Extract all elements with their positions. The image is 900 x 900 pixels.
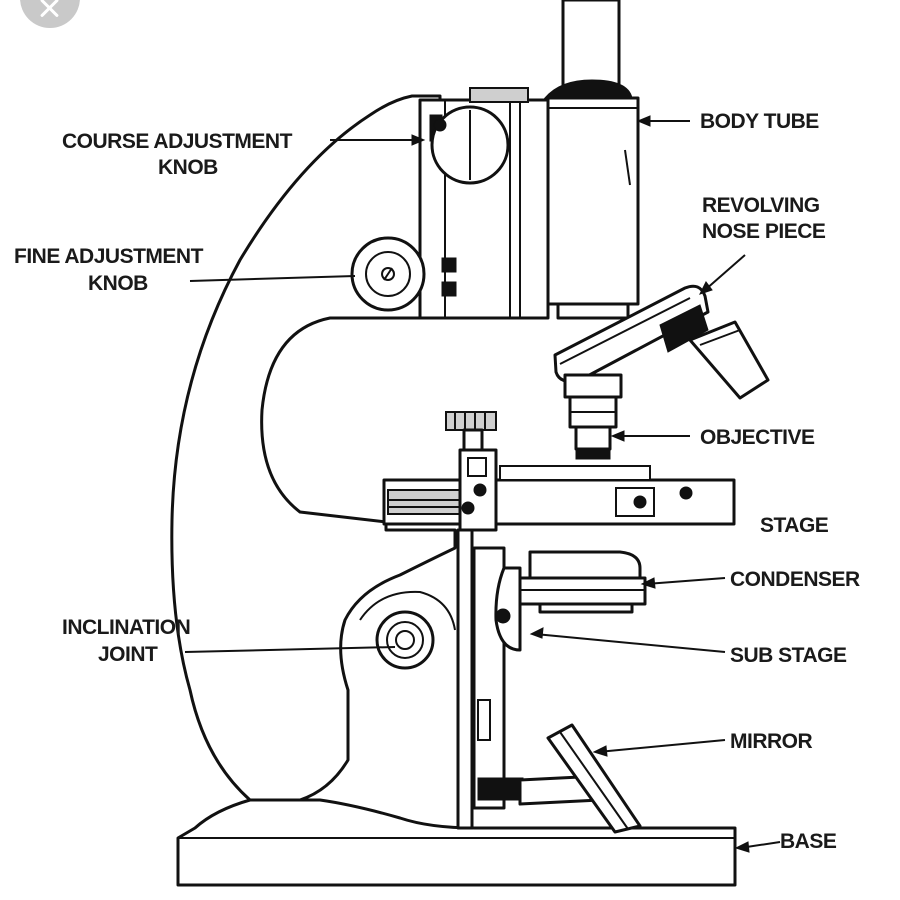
revolving-nose-piece xyxy=(553,284,770,400)
leader-lines xyxy=(184,115,781,853)
label-body-tube: BODY TUBE xyxy=(700,110,819,133)
label-mirror: MIRROR xyxy=(730,730,812,753)
label-revolving-line1: REVOLVING xyxy=(702,194,820,217)
label-fine-adjustment-line1: FINE ADJUSTMENT xyxy=(14,245,204,268)
label-fine-adjustment-line2: KNOB xyxy=(88,272,148,295)
sub-stage xyxy=(494,566,522,652)
labels: BODY TUBE COURSE ADJUSTMENT KNOB REVOLVI… xyxy=(14,110,861,853)
label-condenser: CONDENSER xyxy=(730,568,860,591)
stage-platform xyxy=(382,465,736,526)
label-objective: OBJECTIVE xyxy=(700,426,815,449)
inclination-joint xyxy=(359,590,456,670)
microscope-arm xyxy=(170,94,457,802)
label-stage: STAGE xyxy=(760,514,829,537)
fine-adjustment-knob xyxy=(350,236,426,312)
label-inclination-line1: INCLINATION xyxy=(62,616,190,639)
label-revolving-line2: NOSE PIECE xyxy=(702,220,826,243)
label-sub-stage: SUB STAGE xyxy=(730,644,847,667)
body-tube xyxy=(543,0,640,320)
label-course-adjustment-line1: COURSE ADJUSTMENT xyxy=(62,130,293,153)
label-course-adjustment-line2: KNOB xyxy=(158,156,218,179)
pillar xyxy=(456,528,506,830)
objective-lens xyxy=(563,373,623,460)
coarse-adjustment-knob xyxy=(430,105,510,185)
condenser xyxy=(518,550,647,614)
mirror xyxy=(477,723,642,834)
label-base: BASE xyxy=(780,830,837,853)
stage-clip xyxy=(445,411,498,532)
label-inclination-line2: JOINT xyxy=(98,643,158,666)
